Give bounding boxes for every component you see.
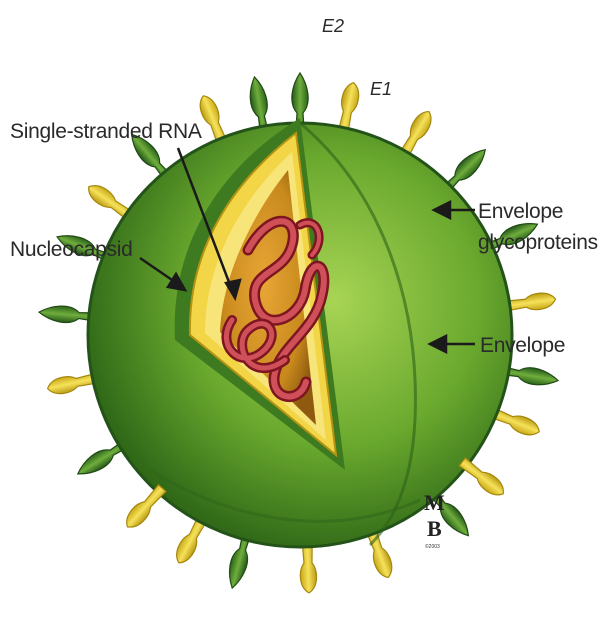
yellow-spike	[299, 541, 317, 594]
label-envelope: Envelope	[480, 334, 565, 357]
label-envelope-glycoproteins-line1: Envelope	[478, 200, 563, 223]
label-nucleocapsid: Nucleocapsid	[10, 238, 132, 261]
yellow-spike	[121, 483, 168, 532]
label-e1: E1	[370, 79, 392, 99]
yellow-spike	[457, 455, 508, 500]
label-e2: E2	[322, 16, 344, 36]
label-single-stranded-rna: Single-stranded RNA	[10, 120, 202, 143]
svg-text:©2003: ©2003	[425, 543, 440, 550]
svg-text:M: M	[424, 490, 445, 515]
label-envelope-glycoproteins-line2: glycoproteins	[478, 231, 598, 254]
svg-text:B: B	[427, 516, 442, 541]
artist-signature: M B ©2003	[424, 490, 445, 550]
